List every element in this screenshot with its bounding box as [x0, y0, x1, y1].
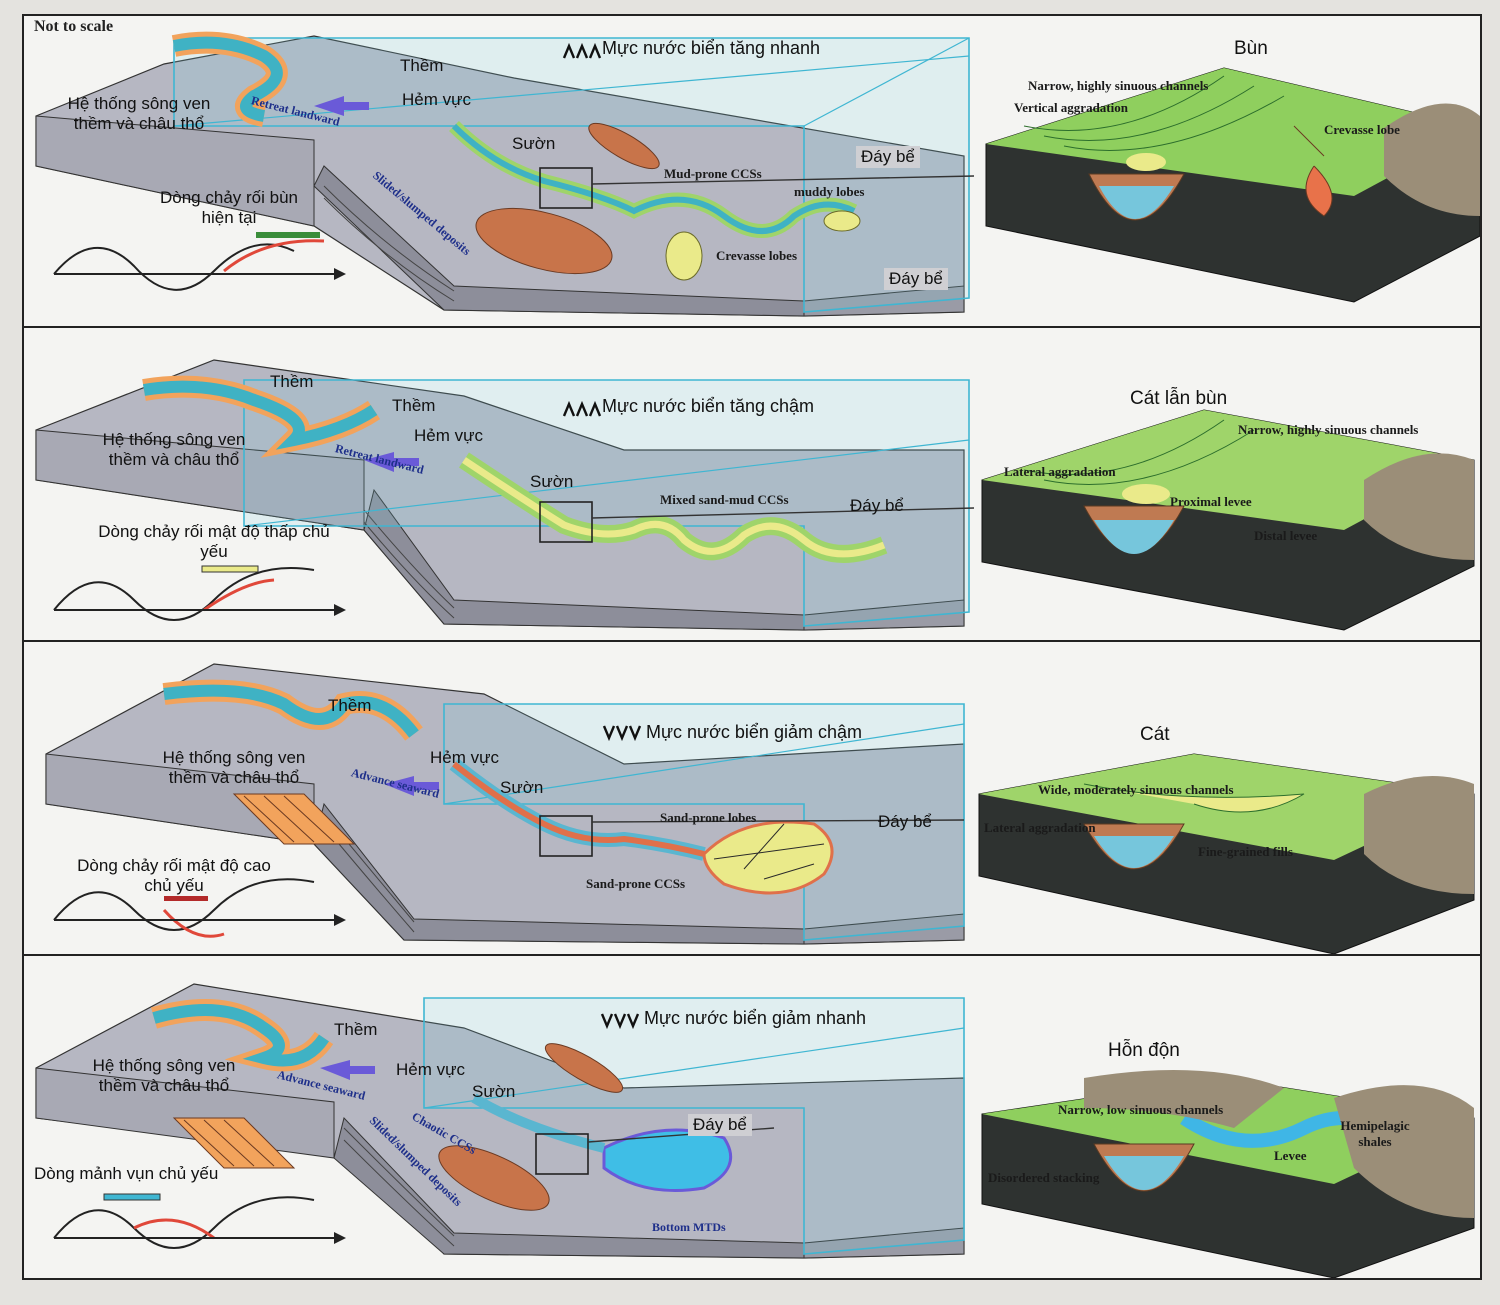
panel-1-diagram: [35, 31, 1480, 317]
element-label-2: Sand-prone CCSs: [586, 876, 686, 891]
basin-floor-label: Đáy bể: [878, 812, 932, 831]
panel-falling-slow: Mực nước biển giảm chậm Thềm Hẻm vực Sườ…: [24, 644, 1480, 956]
sea-level-label: Mực nước biển tăng chậm: [602, 396, 814, 416]
facies-note-2: Vertical aggradation: [1014, 100, 1128, 115]
sea-level-label: Mực nước biển giảm nhanh: [644, 1008, 867, 1028]
facies-title: Bùn: [1234, 38, 1268, 59]
flow-type-label: Dòng chảy rối bùn hiện tại: [160, 188, 298, 227]
slope-label: Sườn: [472, 1082, 516, 1101]
panel-3-diagram: [45, 663, 1475, 954]
sea-level-label: Mực nước biển giảm chậm: [646, 722, 862, 742]
canyon-label: Hẻm vực: [414, 426, 483, 445]
slope-label: Sườn: [530, 472, 574, 491]
facies-note-1: Narrow, highly sinuous channels: [1028, 78, 1209, 93]
facies-note-2: Lateral aggradation: [984, 820, 1096, 835]
facies-note-1: Wide, moderately sinuous channels: [1038, 782, 1234, 797]
basin-floor-label-2: Đáy bể: [884, 268, 948, 290]
basin-floor-label: Đáy bể: [688, 1114, 752, 1136]
flow-type-label: Dòng chảy rối mật độ thấp chủ yếu: [98, 522, 330, 561]
facies-note-1: Narrow, low sinuous channels: [1058, 1102, 1224, 1117]
element-label-1: Sand-prone lobes: [660, 810, 757, 825]
shelf-label: Thềm: [270, 372, 314, 391]
basin-floor-label: Đáy bể: [856, 146, 920, 168]
element-label-1: Mixed sand-mud CCSs: [660, 492, 789, 507]
scale-note: Not to scale: [34, 18, 114, 35]
panel-rising-slow: Mực nước biển tăng chậm Thềm Thềm Hẻm vự…: [24, 330, 1480, 642]
element-label-1: Mud-prone CCSs: [664, 166, 762, 181]
facies-note-3: Proximal levee: [1170, 494, 1252, 509]
facies-note-2: Lateral aggradation: [1004, 464, 1116, 479]
facies-title: Cát lẫn bùn: [1130, 388, 1228, 409]
shelf-label: Thềm: [334, 1020, 378, 1039]
canyon-label: Hẻm vực: [402, 90, 471, 109]
facies-note-1: Narrow, highly sinuous channels: [1238, 422, 1419, 437]
river-system-label: Hệ thống sông ven thềm và châu thổ: [92, 1056, 236, 1095]
facies-note-2: Hemipelagic shales: [1340, 1118, 1410, 1149]
river-system-label: Hệ thống sông ven thềm và châu thổ: [67, 94, 211, 133]
slope-label: Sườn: [500, 778, 544, 797]
river-system-label: Hệ thống sông ven thềm và châu thổ: [162, 748, 306, 787]
figure-frame: Not to scale: [22, 14, 1482, 1280]
panel-rising-fast: Mực nước biển tăng nhanh Thềm Hẻm vực Sư…: [24, 16, 1480, 328]
facies-note-3: Fine-grained fills: [1198, 844, 1293, 859]
flow-type-label: Dòng mảnh vụn chủ yếu: [34, 1164, 219, 1183]
canyon-label: Hẻm vực: [430, 748, 499, 767]
sea-level-label: Mực nước biển tăng nhanh: [602, 38, 821, 58]
element-label-3: Bottom MTDs: [652, 1220, 726, 1234]
element-label-2: muddy lobes: [794, 184, 865, 199]
panel-falling-fast: Mực nước biển giảm nhanh Thềm Hẻm vực Sư…: [24, 958, 1480, 1278]
facies-note-3: Levee: [1274, 1148, 1307, 1163]
facies-title: Cát: [1140, 724, 1170, 745]
basin-floor-label: Đáy bể: [850, 496, 904, 515]
flow-type-label: Dòng chảy rối mật độ cao chủ yếu: [77, 856, 271, 895]
facies-title: Hỗn độn: [1108, 1040, 1180, 1061]
facies-note-4: Distal levee: [1254, 528, 1318, 543]
element-label-3: Crevasse lobes: [716, 248, 798, 263]
panel-4-diagram: [35, 983, 1475, 1278]
shelf-label: Thềm: [328, 696, 372, 715]
facies-note-3: Crevasse lobe: [1324, 122, 1400, 137]
panel-2-diagram: [35, 359, 1475, 631]
shelf-label: Thềm: [400, 56, 444, 75]
slope-label: Sườn: [512, 134, 556, 153]
river-system-label: Hệ thống sông ven thềm và châu thổ: [102, 430, 246, 469]
shelf-label-2: Thềm: [392, 396, 436, 415]
canyon-label: Hẻm vực: [396, 1060, 465, 1079]
facies-note-4: Disordered stacking: [988, 1170, 1100, 1185]
